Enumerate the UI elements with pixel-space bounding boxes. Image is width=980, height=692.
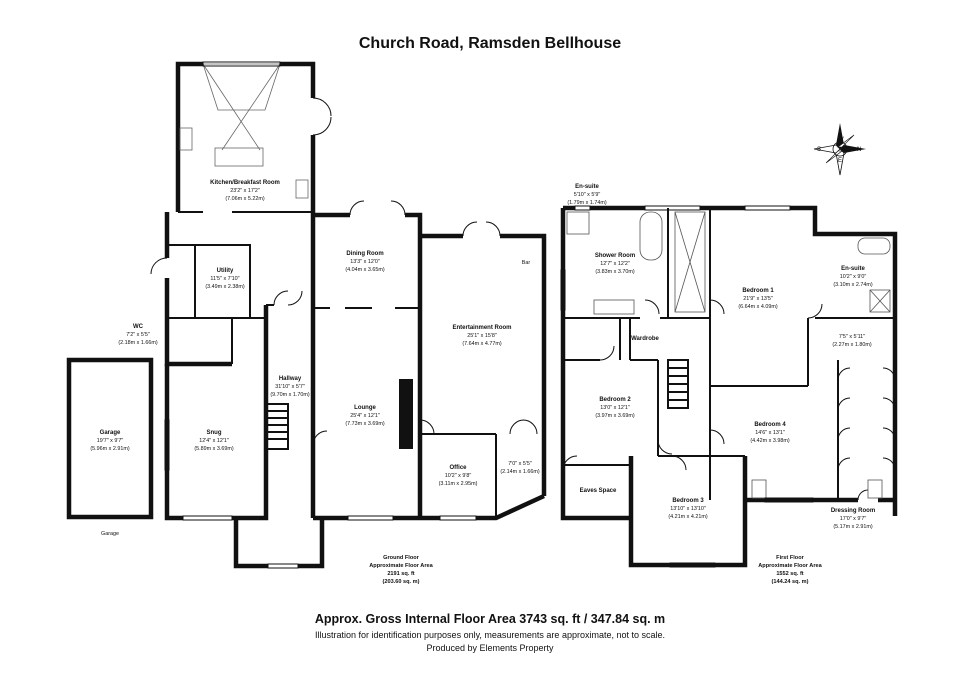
ensuite-top-imperial: 5'10" x 5'9" [574,192,601,198]
utility-imperial: 11'5" x 7'10" [210,276,239,282]
ground-floor-walls [66,61,547,569]
store-imperial: 7'0" x 5'5" [508,461,532,467]
disclaimer: Illustration for identification purposes… [314,630,665,640]
dressing-imperial: 17'0" x 9'7" [840,516,867,522]
entertainment-imperial: 25'1" x 15'8" [467,333,497,339]
bedroom3-name: Bedroom 3 [672,498,704,504]
ensuite-right-imperial: 10'2" x 9'0" [840,274,867,280]
store-metric: (2.14m x 1.66m) [500,469,539,475]
ensuite-top-metric: (1.79m x 1.74m) [567,200,606,206]
ground-area-2: Approximate Floor Area [369,563,433,569]
compass-e: E [838,158,842,164]
ground-area-4: (203.60 sq. m) [383,579,420,585]
first-floor-walls [560,205,898,568]
bedroom2-metric: (3.97m x 3.69m) [595,413,634,419]
ensuite-top-name: En-suite [575,184,599,190]
lounge-name: Lounge [354,405,376,411]
landing-store-metric: (2.27m x 1.80m) [832,342,871,348]
garage-caption: Garage [101,531,119,537]
producer: Produced by Elements Property [426,643,554,653]
garage-imperial: 19'7" x 9'7" [97,438,124,444]
dressing-metric: (5.17m x 2.91m) [833,524,872,530]
kitchen-name: Kitchen/Breakfast Room [210,180,280,186]
garage-name: Garage [100,430,121,436]
snug-name: Snug [207,430,222,436]
windows [164,61,477,569]
hallway-imperial: 31'10" x 5'7" [275,384,305,390]
dressing-name: Dressing Room [831,508,875,514]
kitchen-metric: (7.06m x 5.22m) [225,196,264,202]
bedroom4-metric: (4.42m x 3.98m) [750,438,789,444]
office-name: Office [449,465,467,471]
lounge-metric: (7.73m x 3.69m) [345,421,384,427]
compass-rose: W E S N [813,123,866,176]
ground-floor-labels: Kitchen/Breakfast Room 23'2" x 17'2" (7.… [90,180,539,585]
hallway-name: Hallway [279,376,302,382]
wardrobe-name: Wardrobe [631,336,659,342]
office-metric: (3.11m x 2.95m) [439,481,478,487]
shower-metric: (3.83m x 3.70m) [595,269,634,275]
dining-name: Dining Room [346,251,383,257]
ground-floor-doors [150,97,538,446]
ground-area-3: 2191 sq. ft [387,571,414,577]
bedroom1-imperial: 21'9" x 13'5" [743,296,773,302]
shower-imperial: 12'7" x 12'2" [600,261,630,267]
bathroom-fittings [566,211,891,499]
plan-title: Church Road, Ramsden Bellhouse [358,35,622,52]
bedroom1-name: Bedroom 1 [742,288,774,294]
bedroom1-metric: (6.64m x 4.09m) [738,304,777,310]
lounge-imperial: 25'4" x 12'1" [350,413,380,419]
landing-store-imperial: 7'5" x 5'11" [839,334,865,340]
shower-name: Shower Room [595,253,635,259]
eaves-name: Eaves Space [580,488,617,494]
kitchen-imperial: 23'2" x 17'2" [230,188,260,194]
wc-metric: (2.18m x 1.66m) [118,340,157,346]
ground-area-1: Ground Floor [383,555,420,561]
first-floor-doors [562,299,896,501]
first-floor-partitions [563,208,895,500]
dining-metric: (4.04m x 3.65m) [345,267,384,273]
ensuite-right-name: En-suite [841,266,865,272]
kitchen-details [179,63,309,199]
first-floor-windows [560,205,814,568]
dining-imperial: 13'3" x 12'0" [350,259,380,265]
first-area-3: 1552 sq. ft [776,571,803,577]
ensuite-right-metric: (3.10m x 2.74m) [833,282,872,288]
bedroom4-name: Bedroom 4 [754,422,786,428]
entertainment-metric: (7.64m x 4.77m) [462,341,501,347]
snug-imperial: 12'4" x 12'1" [199,438,229,444]
entertainment-name: Entertainment Room [452,325,511,331]
bedroom4-imperial: 14'6" x 13'1" [755,430,785,436]
first-floor-labels: En-suite 5'10" x 5'9" (1.79m x 1.74m) Sh… [567,184,875,585]
utility-metric: (3.49m x 2.38m) [205,284,244,290]
hallway-metric: (9.70m x 1.70m) [270,392,309,398]
first-area-2: Approximate Floor Area [758,563,822,569]
compass-s: S [817,147,821,153]
compass-w: W [838,137,844,143]
office-imperial: 10'2" x 9'8" [445,473,472,479]
snug-metric: (5.89m x 3.69m) [194,446,233,452]
wc-imperial: 7'2" x 5'5" [126,332,150,338]
bedroom3-metric: (4.21m x 4.21m) [668,514,707,520]
bedroom2-imperial: 13'0" x 12'1" [600,405,630,411]
wc-name: WC [133,324,144,330]
utility-name: Utility [217,268,234,274]
first-area-1: First Floor [776,555,804,561]
bedroom3-imperial: 13'10" x 13'10" [670,506,706,512]
ground-floor-partitions [167,211,497,518]
garage-metric: (5.96m x 2.91m) [90,446,129,452]
first-area-4: (144.24 sq. m) [772,579,809,585]
bedroom2-name: Bedroom 2 [599,397,631,403]
compass-n: N [857,147,861,153]
bar-name: Bar [522,260,531,266]
gross-area: Approx. Gross Internal Floor Area 3743 s… [314,612,666,626]
